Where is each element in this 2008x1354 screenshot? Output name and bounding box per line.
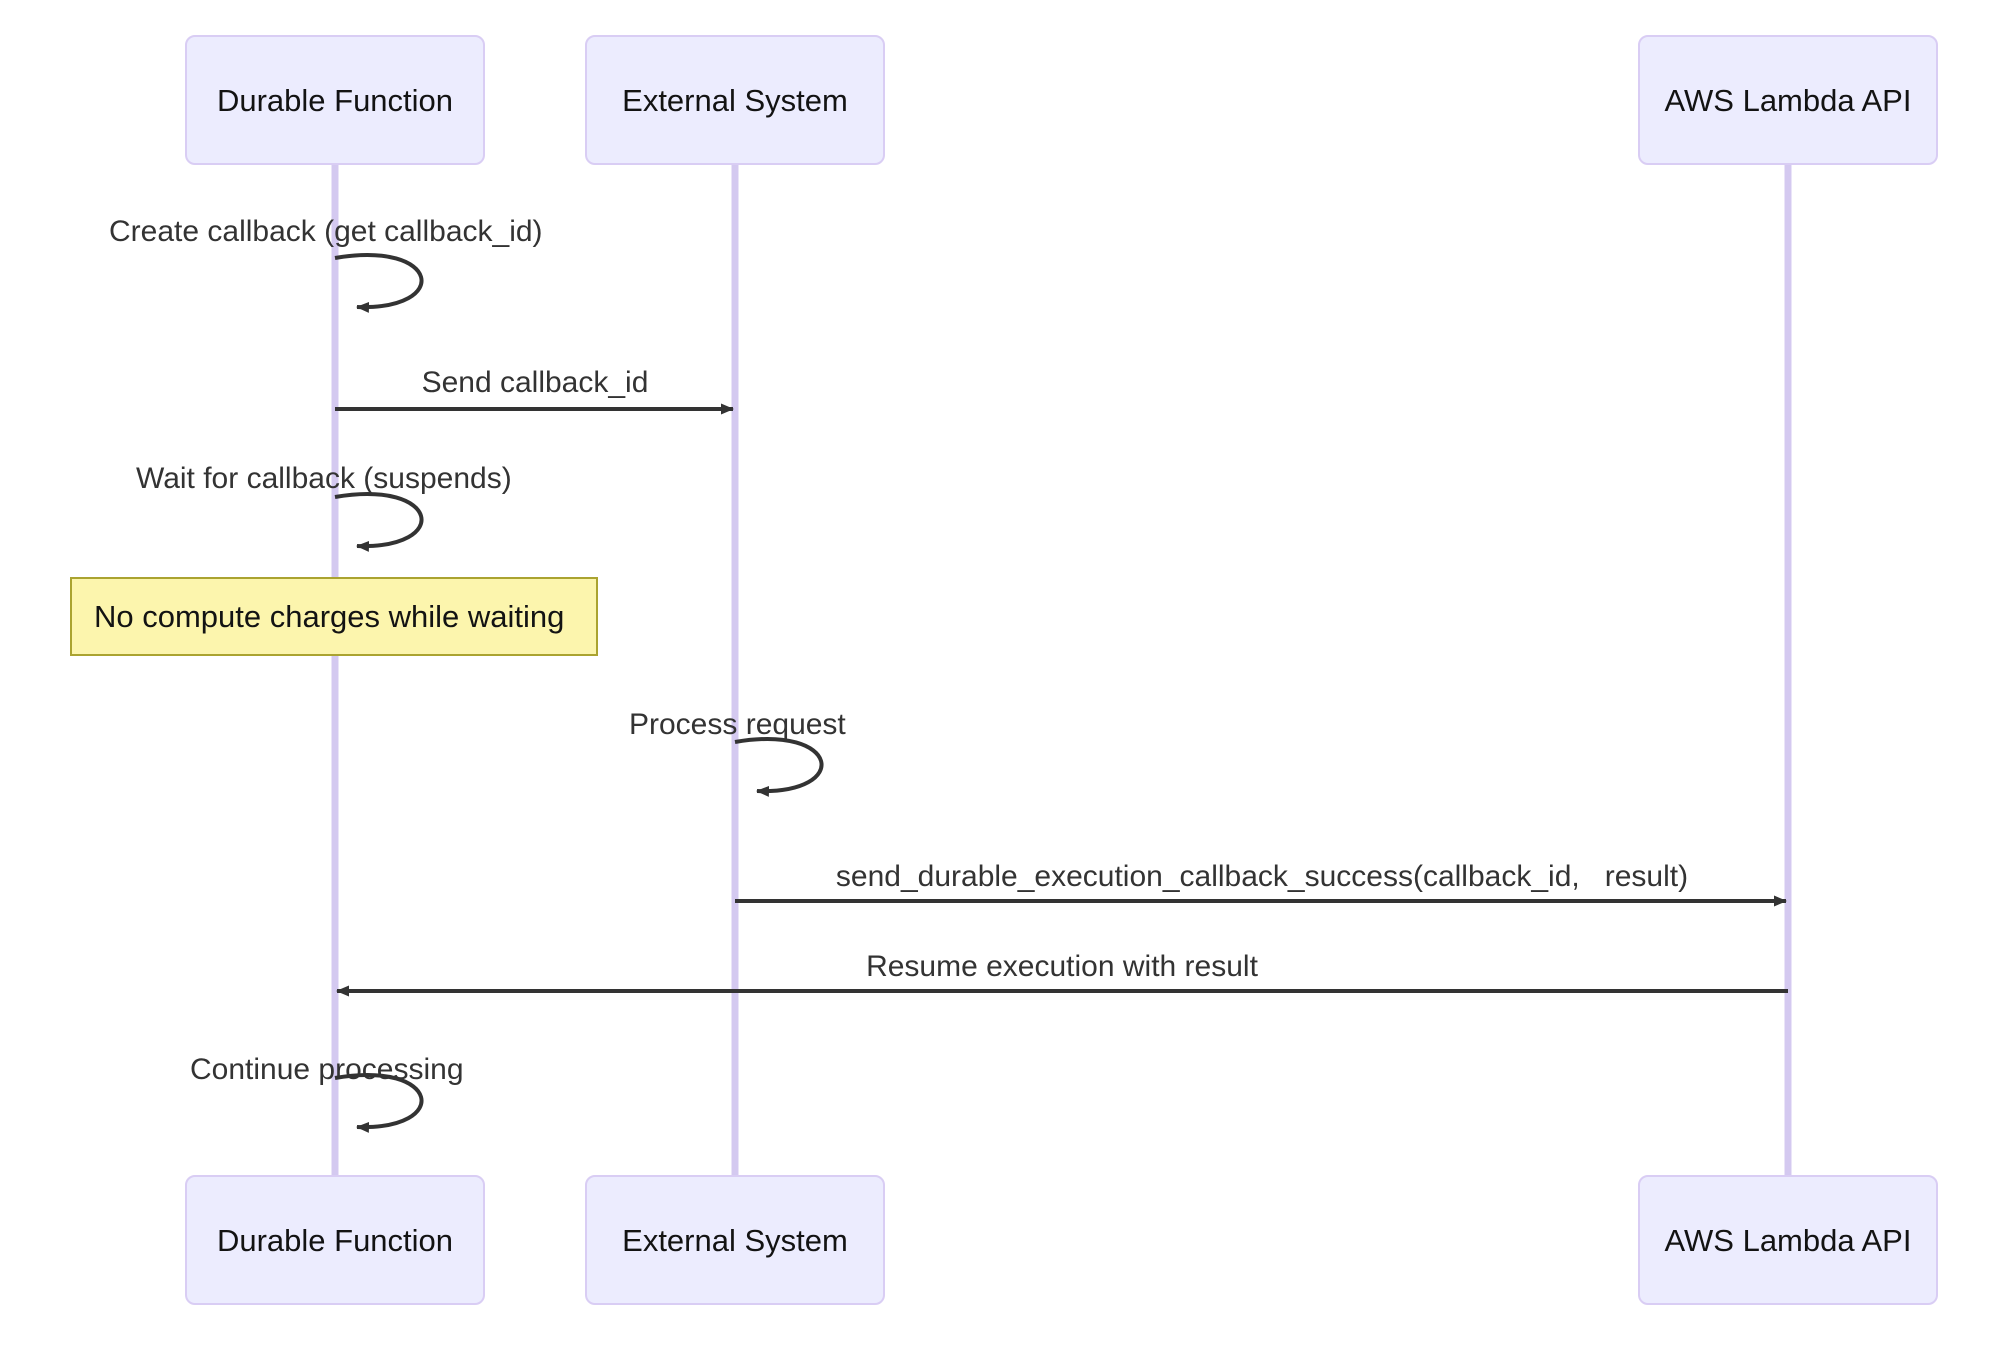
self-loop-continue-processing bbox=[334, 1073, 424, 1133]
message-label-continue-processing: Continue processing bbox=[190, 1053, 464, 1086]
note-label: No compute charges while waiting bbox=[94, 599, 565, 634]
message-label-callback-success: send_durable_execution_callback_success(… bbox=[835, 860, 1689, 893]
self-loop-process-request bbox=[734, 737, 824, 797]
actor-label-lambda-top: AWS Lambda API bbox=[1664, 82, 1912, 118]
message-label-wait-for-callback: Wait for callback (suspends) bbox=[136, 462, 512, 495]
actor-box-lambda-bottom[interactable]: AWS Lambda API bbox=[1638, 1175, 1938, 1305]
actor-label-durable-bottom: Durable Function bbox=[216, 1222, 454, 1258]
actor-box-external-top[interactable]: External System bbox=[585, 35, 885, 165]
actor-box-lambda-top[interactable]: AWS Lambda API bbox=[1638, 35, 1938, 165]
note-no-compute-charges: No compute charges while waiting bbox=[70, 577, 598, 656]
lifeline-group bbox=[331, 165, 1792, 1175]
actor-box-durable-top[interactable]: Durable Function bbox=[185, 35, 485, 165]
actor-box-external-bottom[interactable]: External System bbox=[585, 1175, 885, 1305]
actor-box-durable-bottom[interactable]: Durable Function bbox=[185, 1175, 485, 1305]
message-label-resume-execution: Resume execution with result bbox=[866, 950, 1258, 983]
message-label-create-callback: Create callback (get callback_id) bbox=[109, 215, 543, 248]
actor-label-lambda-bottom: AWS Lambda API bbox=[1664, 1222, 1912, 1258]
actor-label-durable-top: Durable Function bbox=[216, 82, 454, 118]
self-loop-wait-for-callback bbox=[334, 492, 424, 552]
self-loop-create-callback bbox=[334, 253, 424, 313]
actor-label-external-bottom: External System bbox=[622, 1222, 848, 1258]
actor-label-external-top: External System bbox=[622, 82, 848, 118]
message-label-send-callback-id: Send callback_id bbox=[421, 366, 649, 399]
message-label-process-request: Process request bbox=[629, 708, 846, 741]
